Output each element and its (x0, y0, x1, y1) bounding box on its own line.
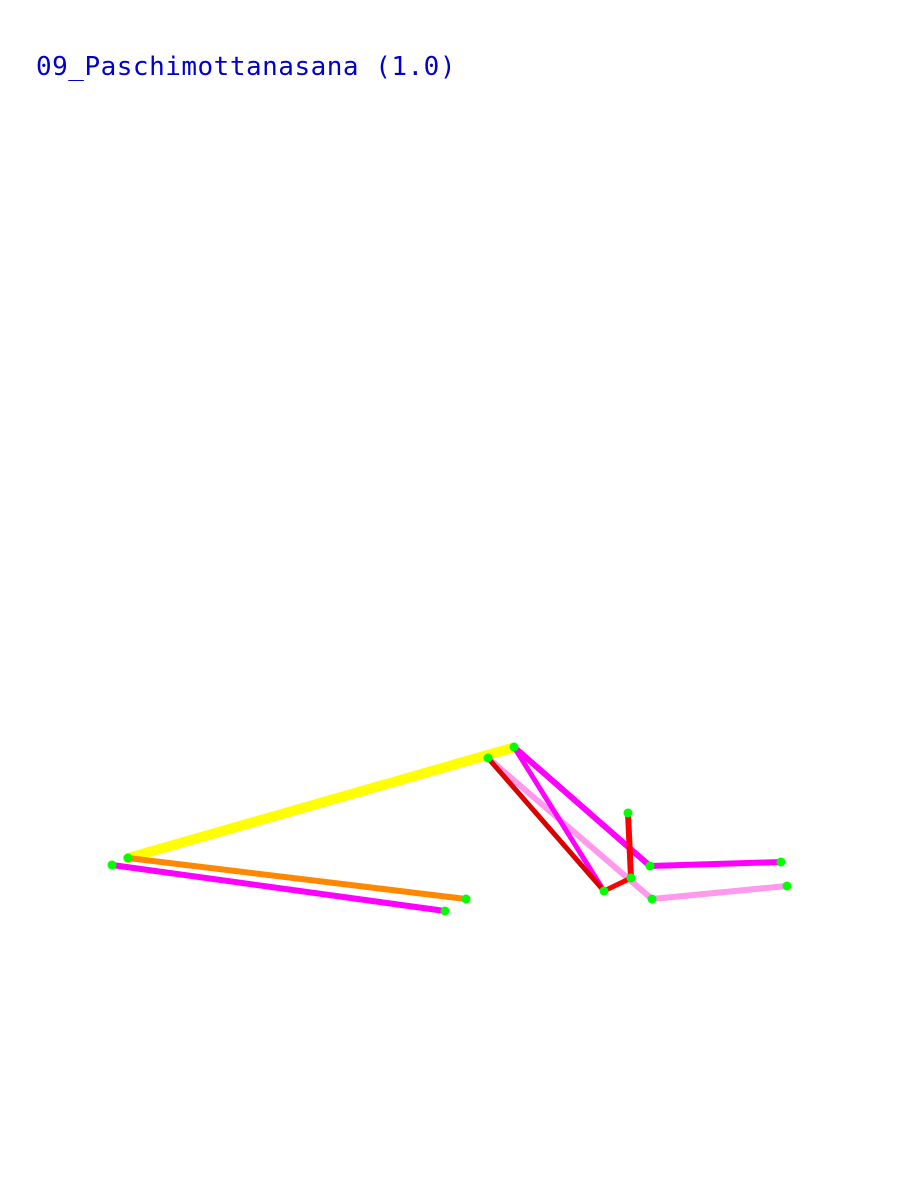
joint (776, 857, 786, 867)
leg-far-bone (109, 862, 448, 914)
head-bone-a (601, 875, 634, 894)
joint (647, 894, 657, 904)
head-bone-b (625, 810, 634, 881)
thigh-near-bone (125, 855, 469, 902)
joint (123, 853, 133, 863)
joint (599, 886, 609, 896)
joint (107, 860, 117, 870)
torso-bone (123, 743, 517, 863)
upper-arm-near-bone (485, 755, 655, 902)
joint (461, 894, 471, 904)
neck-bone (485, 755, 607, 894)
joint (782, 881, 792, 891)
shoulder-neck-bone (511, 744, 607, 894)
forearm-far-bone (647, 859, 784, 869)
joint (509, 742, 519, 752)
forearm-near-bone (649, 883, 790, 902)
pose-label: 09_Paschimottanasana (1.0) (36, 52, 456, 82)
joint (623, 808, 633, 818)
joint (645, 861, 655, 871)
joint (626, 873, 636, 883)
joint (483, 753, 493, 763)
joint (440, 906, 450, 916)
joints (107, 742, 792, 916)
